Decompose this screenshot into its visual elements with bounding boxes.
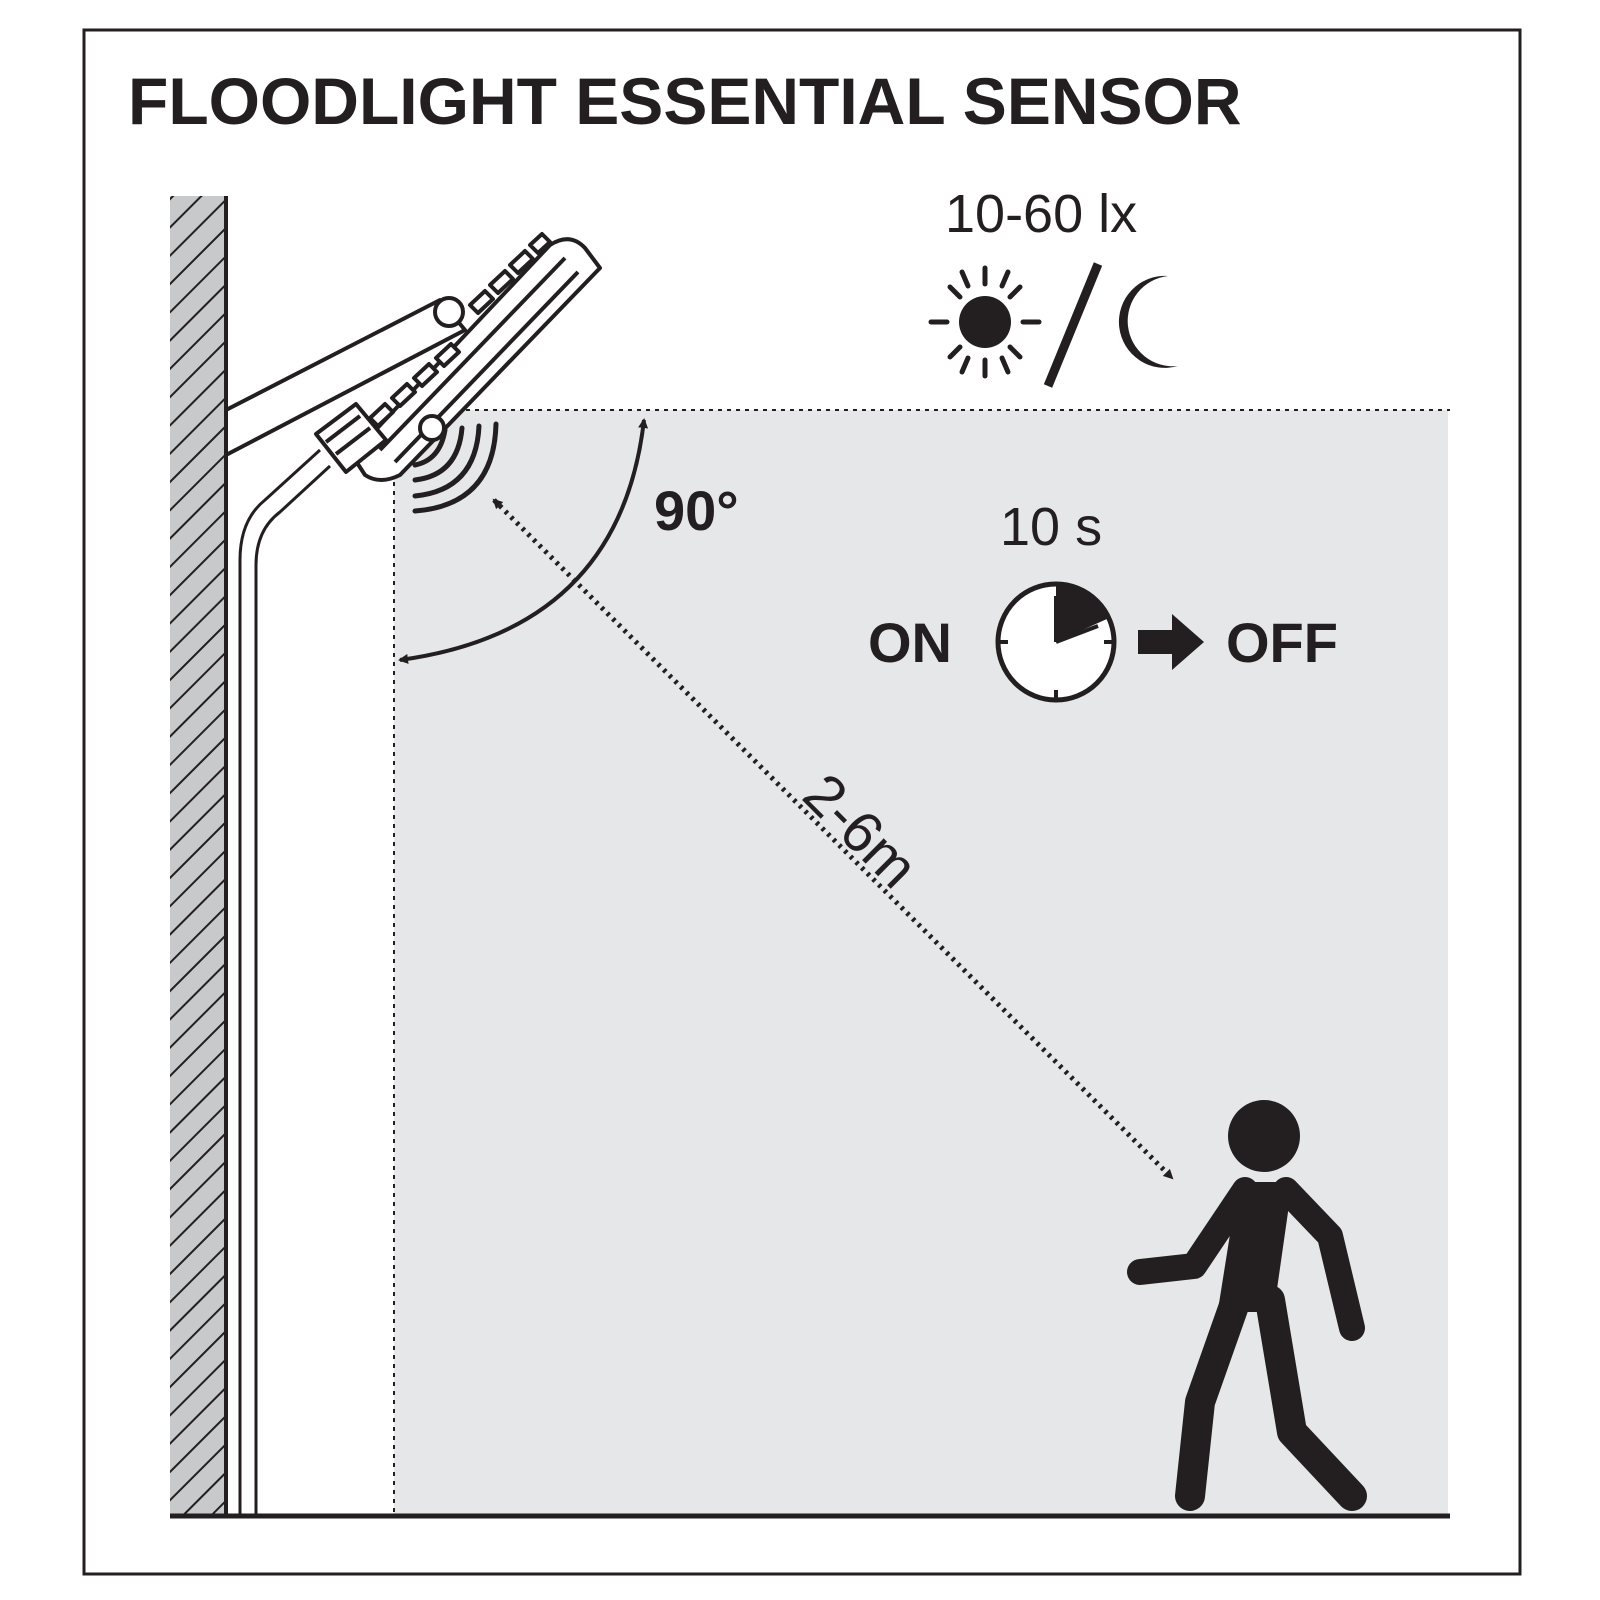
- clock-icon: [995, 581, 1117, 703]
- timer-label: 10 s: [1000, 497, 1102, 557]
- lux-range-label: 10-60 lx: [945, 184, 1137, 244]
- day-night-slash: [1043, 262, 1103, 388]
- angle-label: 90°: [654, 479, 739, 542]
- on-label: ON: [868, 611, 952, 674]
- person-icon: [1127, 1100, 1367, 1511]
- sun-icon: [928, 265, 1042, 379]
- wall: [170, 196, 228, 1516]
- power-cable: [238, 448, 332, 1516]
- arrow-right-icon: [1138, 614, 1204, 670]
- off-label: OFF: [1226, 611, 1338, 674]
- moon-icon: [1118, 275, 1178, 368]
- page-title: FLOODLIGHT ESSENTIAL SENSOR: [128, 64, 1242, 138]
